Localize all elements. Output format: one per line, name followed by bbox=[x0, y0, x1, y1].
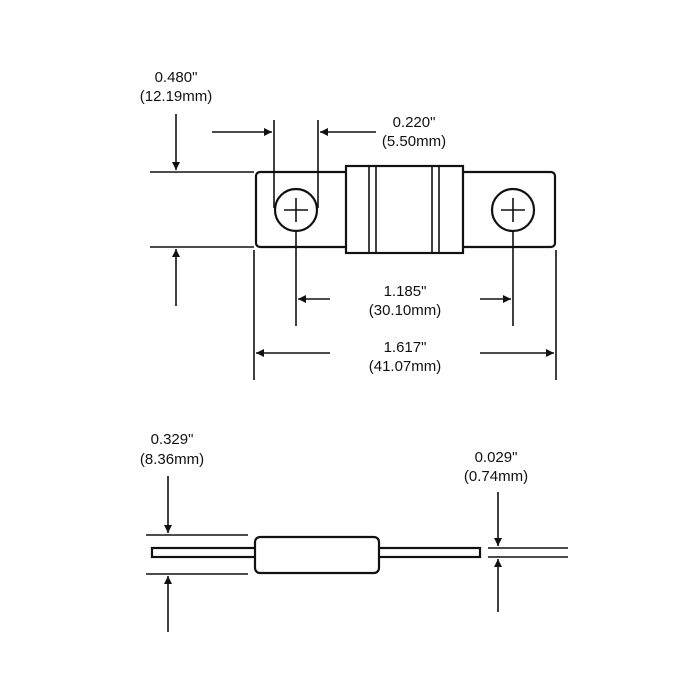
mounting-hole-left bbox=[273, 187, 319, 233]
width-dim-inches: 0.480" bbox=[155, 69, 198, 86]
terminal-thickness-dim-inches: 0.029" bbox=[475, 449, 518, 466]
overall-length-dim-mm: (41.07mm) bbox=[369, 358, 442, 375]
hole-dim-mm: (5.50mm) bbox=[382, 133, 446, 150]
body-thickness-dimension: 0.329" (8.36mm) bbox=[140, 431, 248, 632]
overall-length-dim-inches: 1.617" bbox=[384, 339, 427, 356]
width-dim-mm: (12.19mm) bbox=[140, 88, 213, 105]
fuse-body bbox=[344, 164, 465, 255]
hole-spacing-dim-inches: 1.185" bbox=[384, 283, 427, 300]
hole-spacing-dimension: 1.185" (30.10mm) bbox=[295, 232, 514, 326]
body-thickness-dim-mm: (8.36mm) bbox=[140, 451, 204, 468]
fuse-top-view bbox=[254, 164, 557, 255]
terminal-thickness-dim-mm: (0.74mm) bbox=[464, 468, 528, 485]
fuse-body-side bbox=[253, 535, 381, 575]
hole-spacing-dim-mm: (30.10mm) bbox=[369, 302, 442, 319]
mounting-hole-right bbox=[490, 187, 536, 233]
body-thickness-dim-inches: 0.329" bbox=[151, 431, 194, 448]
fuse-side-view bbox=[150, 535, 482, 575]
width-dimension: 0.480" (12.19mm) bbox=[140, 69, 254, 306]
hole-dimension: 0.220" (5.50mm) bbox=[212, 114, 446, 208]
terminal-thickness-dimension: 0.029" (0.74mm) bbox=[464, 449, 568, 612]
overall-length-dimension: 1.617" (41.07mm) bbox=[253, 250, 557, 380]
hole-dim-inches: 0.220" bbox=[393, 114, 436, 131]
